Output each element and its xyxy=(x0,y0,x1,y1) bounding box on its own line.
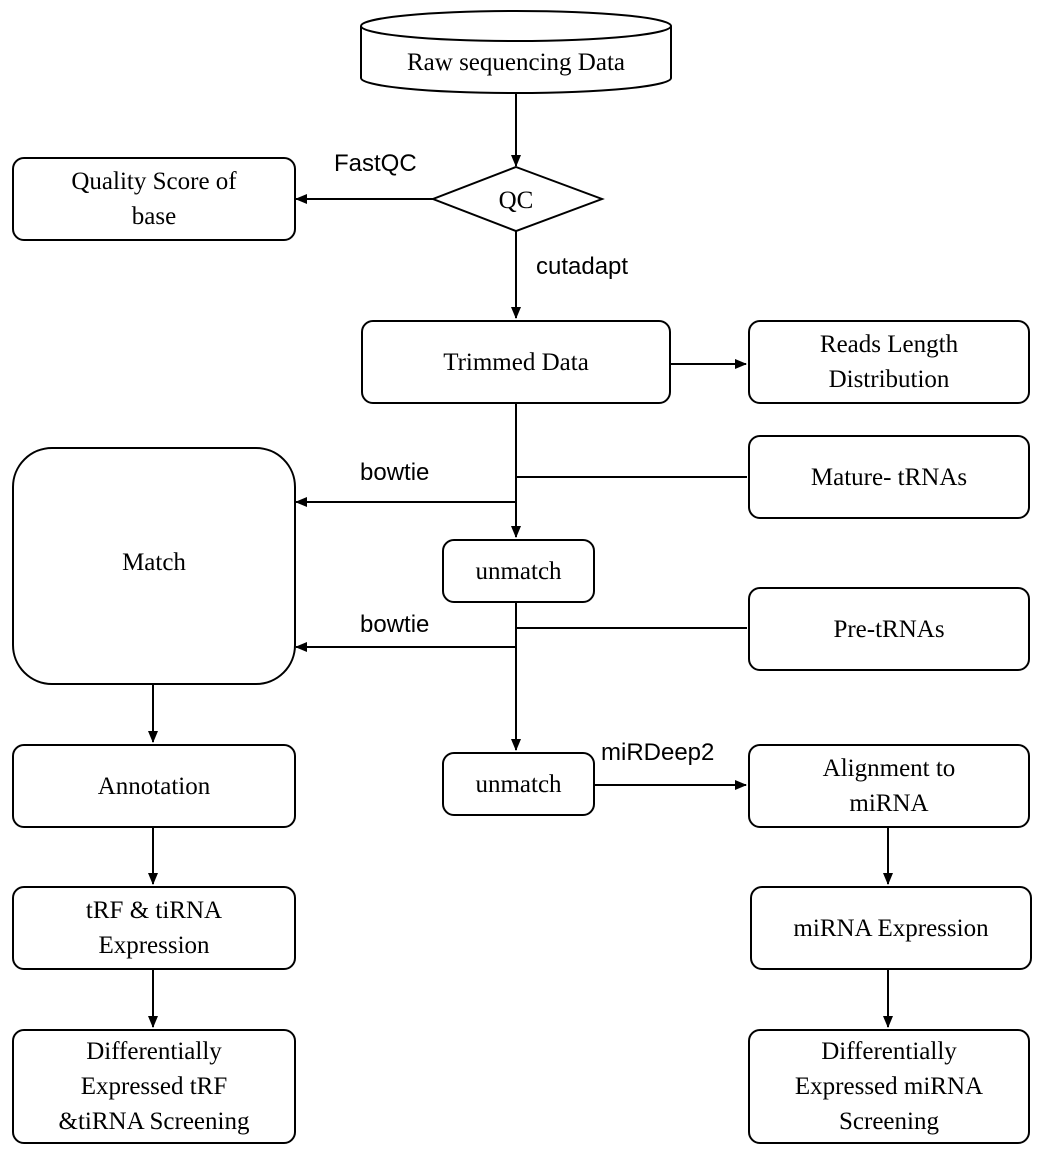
qc-decision: QC xyxy=(430,165,605,233)
raw-data-cylinder: Raw sequencing Data xyxy=(360,10,672,94)
bowtie-label-1: bowtie xyxy=(360,459,430,486)
match-node: Match xyxy=(12,447,296,685)
unmatch-label-2: unmatch xyxy=(475,770,562,798)
annotation-label: Annotation xyxy=(97,772,211,800)
unmatch-node-1: unmatch xyxy=(442,539,595,603)
raw-data-label: Raw sequencing Data xyxy=(407,49,625,76)
mature-trnas-label: Mature- tRNAs xyxy=(810,463,968,491)
mirna-expression-label: miRNA Expression xyxy=(793,914,989,942)
unmatch-label-1: unmatch xyxy=(475,557,562,585)
pre-trnas-label: Pre-tRNAs xyxy=(833,615,945,643)
match-label: Match xyxy=(122,549,186,576)
unmatch-node-2: unmatch xyxy=(442,752,595,816)
bowtie-label-2: bowtie xyxy=(360,611,430,638)
qc-label: QC xyxy=(499,187,534,214)
cutadapt-label: cutadapt xyxy=(536,253,629,280)
fastqc-label: FastQC xyxy=(334,150,417,177)
mirna-expression-node: miRNA Expression xyxy=(750,886,1032,970)
annotation-node: Annotation xyxy=(12,744,296,828)
mirdeep2-label: miRDeep2 xyxy=(601,739,715,766)
pre-trnas-node: Pre-tRNAs xyxy=(748,587,1030,671)
mature-trnas-node: Mature- tRNAs xyxy=(748,435,1030,519)
trimmed-data-node: Trimmed Data xyxy=(361,320,671,404)
trimmed-data-label: Trimmed Data xyxy=(443,348,589,376)
